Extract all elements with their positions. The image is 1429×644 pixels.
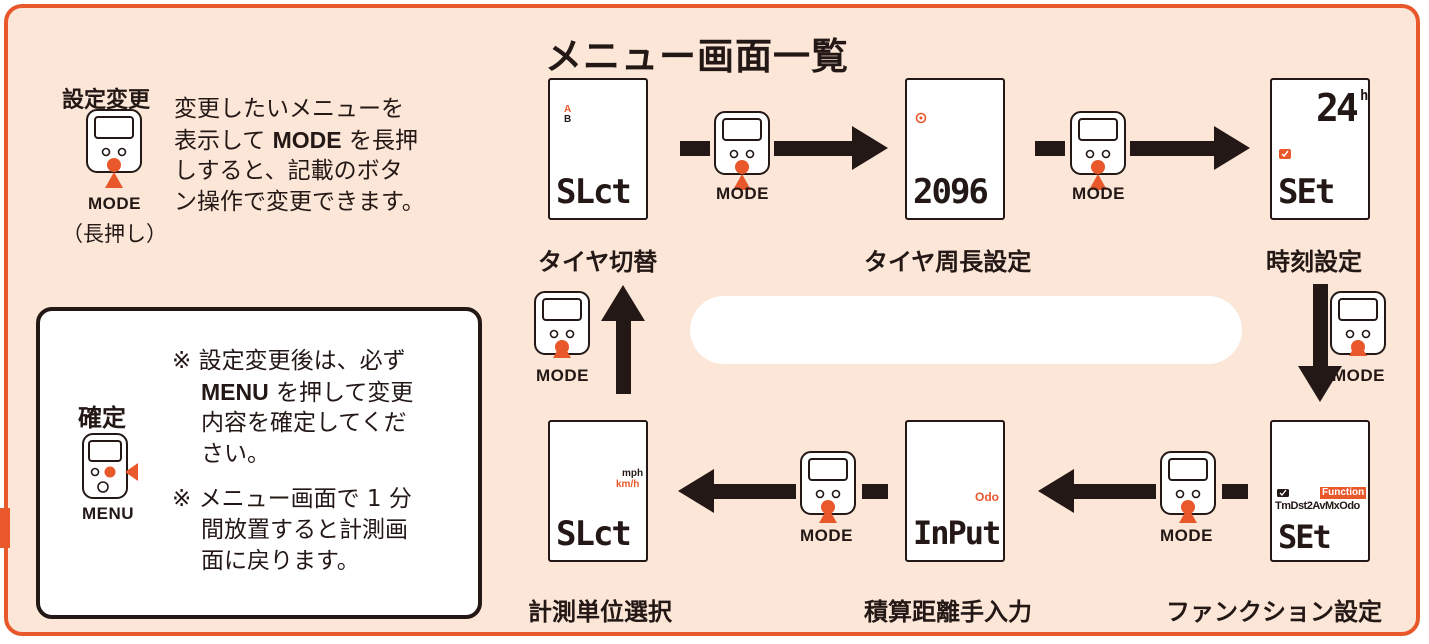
note-line: ※ メニュー画面で 1 分 xyxy=(172,486,412,512)
flow-arrow-segment xyxy=(616,320,631,394)
flow-arrow-segment xyxy=(774,141,854,156)
flow-arrow-head xyxy=(1298,366,1342,402)
flow-arrow-head xyxy=(852,126,888,170)
confirm-note-box xyxy=(36,307,482,619)
clock-icon xyxy=(1279,149,1291,159)
instruction-text: 変更したいメニューを 表示して MODE を長押 しすると、記載のボタ ン操作で… xyxy=(174,94,425,218)
screen-display: 2096 xyxy=(913,172,989,212)
function-items: TmDst2AvMxOdo xyxy=(1275,500,1360,512)
press-arrow-icon xyxy=(553,342,571,358)
mode-label: MODE xyxy=(88,194,141,213)
screen-odo-input: Odo InPut xyxy=(905,420,1005,562)
press-dot-icon xyxy=(735,160,749,174)
mode-label: MODE xyxy=(536,366,589,385)
confirm-note-2: ※ メニュー画面で 1 分 間放置すると計測画 面に戻ります。 xyxy=(172,484,412,577)
screen-display: SLct xyxy=(556,172,632,212)
odo-tag: Odo xyxy=(975,490,999,504)
cycle-computer-icon xyxy=(1070,111,1126,175)
mode-label: MODE xyxy=(716,184,769,203)
screen-label: 計測単位選択 xyxy=(528,598,672,626)
press-arrow-icon xyxy=(819,507,837,523)
screen-function: Function TmDst2AvMxOdo SEt xyxy=(1270,420,1370,562)
wheel-icon xyxy=(915,112,927,124)
press-dot-icon xyxy=(107,158,121,172)
flow-arrow-segment xyxy=(1130,141,1216,156)
flow-arrow-segment xyxy=(1222,484,1248,499)
screen-label: タイヤ周長設定 xyxy=(864,248,1032,276)
screen-tire-select: A B SLct xyxy=(548,78,648,220)
instruction-heading: 設定変更 xyxy=(62,88,151,113)
wheel-a-indicator: A xyxy=(564,104,572,115)
screen-unit-select: mph km/h SLct xyxy=(548,420,648,562)
clock-unit: h xyxy=(1360,88,1369,104)
flow-arrow-segment xyxy=(712,484,796,499)
note-line: さい。 xyxy=(201,441,270,467)
screen-label: タイヤ切替 xyxy=(538,248,658,276)
mode-label: MODE xyxy=(1332,366,1385,385)
press-arrow-icon xyxy=(1089,174,1107,190)
press-arrow-icon xyxy=(125,463,138,481)
screen-display: InPut xyxy=(913,514,1001,552)
screen-display: SEt xyxy=(1278,518,1332,556)
mode-label: MODE xyxy=(1160,526,1213,545)
flow-arrow-segment xyxy=(1313,284,1328,368)
mode-label: MODE xyxy=(800,526,853,545)
cycle-computer-icon xyxy=(1330,291,1386,355)
press-dot-icon xyxy=(1091,160,1105,174)
note-line: 面に戻ります。 xyxy=(201,548,360,574)
cycle-computer-icon xyxy=(82,433,138,499)
hold-label: （長押し） xyxy=(62,222,167,246)
flow-arrow-segment xyxy=(1072,484,1156,499)
instruction-line: しすると、記載のボタ xyxy=(174,158,403,184)
confirm-heading: 確定 xyxy=(78,404,126,432)
press-arrow-icon xyxy=(733,174,751,190)
press-arrow-icon xyxy=(1179,507,1197,523)
clock-icon xyxy=(1277,489,1289,497)
screen-clock: 24 h SEt xyxy=(1270,78,1370,220)
note-line: 間放置すると計測画 xyxy=(201,517,408,543)
cycle-computer-icon xyxy=(86,109,142,173)
menu-button-label: MENU xyxy=(82,504,135,523)
note-line: 内容を確定してくだ xyxy=(201,410,407,436)
press-arrow-icon xyxy=(105,172,123,188)
flow-arrow-head xyxy=(1038,469,1074,513)
screen-display: SLct xyxy=(556,514,632,554)
instruction-line: 変更したいメニューを xyxy=(174,96,404,122)
press-arrow-icon xyxy=(1349,340,1367,356)
page-title: メニュー画面一覧 xyxy=(545,35,849,78)
screen-label: 時刻設定 xyxy=(1266,248,1362,276)
screen-label: 積算距離手入力 xyxy=(864,598,1032,626)
edge-tab xyxy=(0,508,10,548)
wheel-b-indicator: B xyxy=(564,114,572,125)
screen-tire-size: 2096 xyxy=(905,78,1005,220)
unit-kmh: km/h xyxy=(616,479,640,490)
cycle-computer-icon xyxy=(714,111,770,175)
note-line: ※ 設定変更後は、必ず xyxy=(172,348,406,374)
instruction-line: 表示して MODE を長押 xyxy=(174,127,418,154)
function-tag: Function xyxy=(1320,487,1367,499)
screen-label: ファンクション設定 xyxy=(1166,598,1382,626)
press-dot-icon xyxy=(104,466,116,478)
flow-arrow-head xyxy=(601,285,645,321)
note-line: MENU を押して変更 xyxy=(201,379,414,406)
confirm-note-1: ※ 設定変更後は、必ず MENU を押して変更 内容を確定してくだ さい。 xyxy=(172,346,413,470)
blank-note-area xyxy=(690,296,1242,364)
flow-arrow-segment xyxy=(862,484,888,499)
screen-display: SEt xyxy=(1278,172,1335,212)
clock-value: 24 xyxy=(1316,86,1359,130)
instruction-line: ン操作で変更できます。 xyxy=(174,189,425,215)
flow-arrow-head xyxy=(678,469,714,513)
flow-arrow-segment xyxy=(680,141,710,156)
flow-arrow-segment xyxy=(1035,141,1065,156)
unit-mph: mph xyxy=(622,468,644,479)
flow-arrow-head xyxy=(1214,126,1250,170)
mode-label: MODE xyxy=(1072,184,1125,203)
